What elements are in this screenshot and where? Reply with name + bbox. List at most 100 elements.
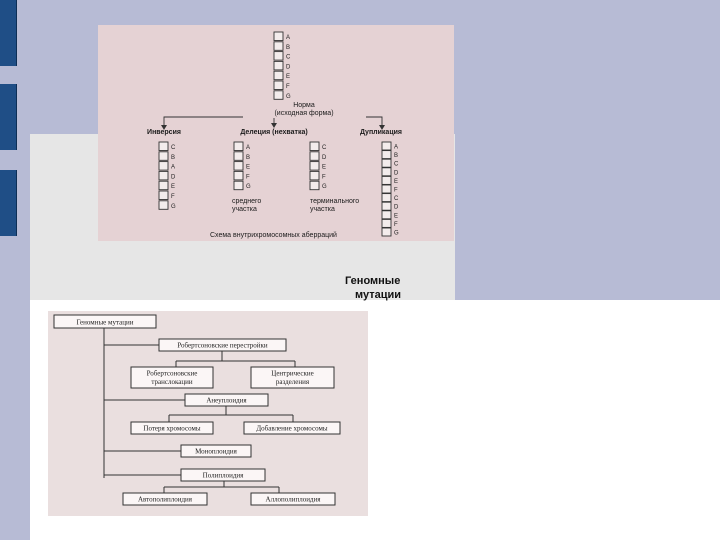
gene-label: F <box>286 84 290 90</box>
gene-label: E <box>286 74 290 80</box>
gene-label: C <box>322 145 327 151</box>
chromosome-segment <box>273 70 284 81</box>
tree-connectors <box>103 328 296 493</box>
chromosome-segment <box>158 141 169 151</box>
chromosome-segment <box>381 201 392 211</box>
chromosome-segment <box>273 31 284 41</box>
gene-label: C <box>286 55 291 61</box>
gene-label: E <box>246 165 250 171</box>
chromosome-segment <box>233 180 244 191</box>
chromosome-segment <box>233 141 244 151</box>
chromosome-segment <box>381 184 392 194</box>
gene-label: E <box>171 184 175 190</box>
node-chromosome-loss-label: Потеря хромосомы <box>143 425 200 433</box>
node-autopolyploidy <box>122 492 208 506</box>
chromosome-segment <box>381 193 392 203</box>
chromosome-segment <box>273 60 284 71</box>
gene-label: G <box>171 204 176 210</box>
gene-label: G <box>286 94 291 100</box>
node-autopolyploidy-label: Автополиплоидия <box>138 496 193 504</box>
node-centric-fissions-line1: Центрические <box>271 370 313 378</box>
gene-label: B <box>286 45 290 51</box>
arrow-heads <box>161 123 385 130</box>
chromosome-segment <box>381 210 392 220</box>
duplication-label: Дупликация <box>360 129 402 136</box>
node-robertsonian-translocations <box>130 366 214 389</box>
gene-label: G <box>246 184 251 190</box>
gene-label: A <box>394 145 398 151</box>
figure-caption: Схема внутрихромосомных аберраций <box>210 231 337 239</box>
gene-label: F <box>171 194 175 200</box>
slide-heading: Геномные мутации <box>345 274 435 302</box>
gene-label: D <box>171 174 176 180</box>
chromosome-segment <box>381 141 392 151</box>
chromosome-segment <box>273 51 284 61</box>
chromosome-segment <box>158 190 169 200</box>
chromosome-segment <box>381 167 392 177</box>
gene-label: D <box>394 205 399 211</box>
normal-caption-line1: Норма <box>293 102 315 109</box>
gene-label: B <box>171 155 175 161</box>
node-robertsonian-rearrangements-label: Робертсоновские перестройки <box>177 342 268 350</box>
deletion-label: Делеция (нехватка) <box>240 129 307 136</box>
terminal-segment-line1: терминального <box>310 198 359 205</box>
side-accent-bar-1 <box>0 0 17 66</box>
node-robertsonian-rearrangements <box>158 338 287 352</box>
chromosome-segment <box>273 90 284 100</box>
gene-label: C <box>394 196 399 202</box>
chromosome-segment <box>158 180 169 191</box>
chromosome-segment <box>309 141 320 151</box>
node-centric-fissions <box>250 366 335 389</box>
inversion-label: Инверсия <box>147 129 181 136</box>
gene-label: D <box>286 64 291 70</box>
node-centric-fissions-line2: разделения <box>276 378 310 386</box>
node-aneuploidy-label: Анеуплоидия <box>206 397 247 405</box>
node-allopolyploidy <box>250 492 336 506</box>
gene-label: A <box>286 35 290 41</box>
side-accent-bar-3 <box>0 170 17 236</box>
gene-label: D <box>394 170 399 176</box>
gene-label: F <box>394 188 398 194</box>
middle-segment-line2: участка <box>232 206 257 213</box>
chromosome-segment <box>158 151 169 161</box>
gene-label: A <box>171 165 175 171</box>
gene-label: E <box>322 165 326 171</box>
node-allopolyploidy-label: Аллополиплоидия <box>266 496 322 504</box>
chromosome-segment <box>309 151 320 161</box>
background-band-left <box>0 0 30 540</box>
normal-caption-line2: (исходная форма) <box>274 110 333 117</box>
node-robertsonian-translocations-line2: транслокации <box>151 378 192 386</box>
node-monoploidy-label: Моноплоидия <box>195 448 238 456</box>
chromosome-segment <box>309 161 320 171</box>
chromosome-segment <box>309 170 320 181</box>
node-aneuploidy <box>184 393 269 407</box>
gene-label: B <box>246 155 250 161</box>
node-chromosome-gain <box>243 421 341 435</box>
chromosome-segment <box>309 180 320 191</box>
gene-label: C <box>171 145 176 151</box>
chromosome-segment <box>381 158 392 168</box>
terminal-segment-line2: участка <box>310 206 335 213</box>
gene-label: B <box>394 153 398 159</box>
chromosome-segment <box>158 161 169 171</box>
chromosome-segment <box>158 170 169 181</box>
genome-tree-diagram: Геномные мутации Робертсоновские перестр… <box>53 314 341 506</box>
chromosome-segment <box>233 161 244 171</box>
gene-label: F <box>394 222 398 228</box>
node-genome-mutations-label: Геномные мутации <box>77 319 134 327</box>
chromosome-segment <box>233 170 244 181</box>
node-robertsonian-translocations-line1: Робертсоновские <box>147 370 198 378</box>
heading-line1: Геномные <box>345 275 401 287</box>
heading-line2: мутации <box>355 289 402 301</box>
gene-label: F <box>246 174 250 180</box>
node-genome-mutations <box>53 314 157 329</box>
chromosome-segment <box>381 227 392 237</box>
genome-mutations-figure: Геномные мутации Робертсоновские перестр… <box>48 311 368 516</box>
node-polyploidy <box>180 468 266 482</box>
